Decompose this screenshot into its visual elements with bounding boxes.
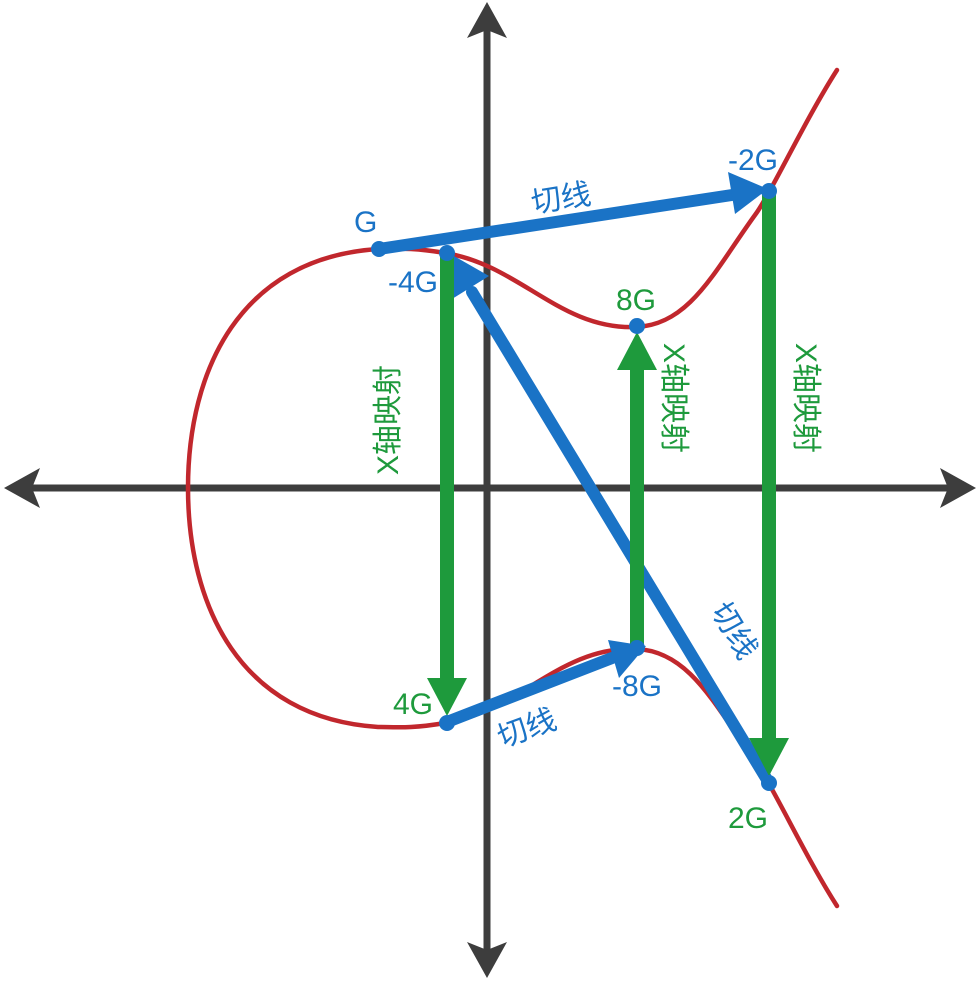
tangent-arrow-top xyxy=(373,189,738,255)
tangent-arrow-diagonal-head-icon xyxy=(447,252,489,299)
axes xyxy=(4,2,976,978)
label-tangent-bottom: 切线 xyxy=(493,703,561,755)
label-tangent-diagonal: 切线 xyxy=(704,597,763,665)
point-neg-4G xyxy=(439,245,455,261)
reflect-arrow-mid-head-icon xyxy=(617,332,657,370)
label-neg-8G: -8G xyxy=(612,670,662,703)
label-neg-4G: -4G xyxy=(388,266,438,299)
point-neg-8G xyxy=(629,640,645,656)
label-2G: 2G xyxy=(728,802,768,835)
elliptic-curve xyxy=(185,67,840,909)
tangent-arrow-bottom xyxy=(441,652,618,728)
reflect-arrow-right-head-icon xyxy=(749,738,789,776)
label-neg-2G: -2G xyxy=(728,144,778,177)
point-4G xyxy=(439,715,455,731)
y-axis-down-arrow-icon xyxy=(467,942,507,978)
arrow-labels: 切线 切线 切线 X轴映射 X轴映射 X轴映射 xyxy=(372,178,822,755)
tangent-arrow-top-head-icon xyxy=(728,172,768,214)
tangent-arrow-diagonal xyxy=(466,286,775,789)
curve-points xyxy=(371,183,777,791)
x-axis-right-arrow-icon xyxy=(940,468,976,508)
reflection-arrows xyxy=(427,193,789,776)
x-axis-left-arrow-icon xyxy=(4,468,40,508)
reflect-arrow-left-head-icon xyxy=(427,678,467,716)
point-neg-2G xyxy=(761,183,777,199)
label-reflect-right: X轴映射 xyxy=(789,343,822,453)
label-4G: 4G xyxy=(393,688,433,721)
y-axis-up-arrow-icon xyxy=(467,2,507,38)
point-2G xyxy=(761,775,777,791)
point-G xyxy=(371,241,387,257)
label-G: G xyxy=(354,206,377,239)
label-8G: 8G xyxy=(616,284,656,317)
point-labels: G -2G -4G 8G 4G -8G 2G xyxy=(354,144,778,835)
label-reflect-mid: X轴映射 xyxy=(657,343,690,453)
label-reflect-left: X轴映射 xyxy=(372,365,405,475)
point-8G xyxy=(629,318,645,334)
